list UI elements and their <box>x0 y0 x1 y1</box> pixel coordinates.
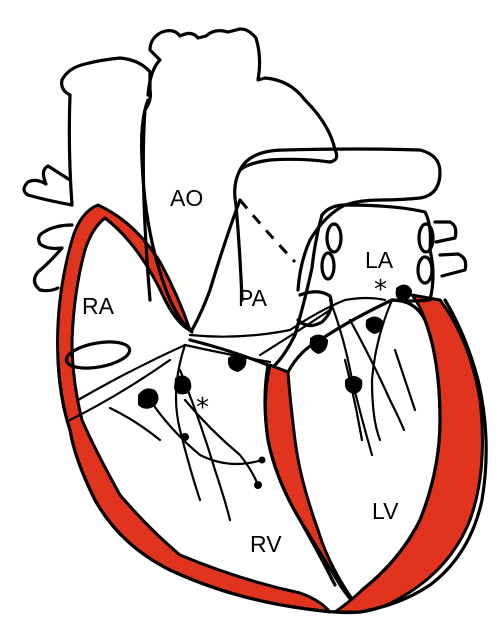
nerve-line-13 <box>345 360 362 440</box>
nerve-line-14 <box>395 350 415 410</box>
label-la: LA <box>365 247 394 273</box>
ganglion <box>228 354 246 372</box>
pa-left-edge <box>192 200 240 330</box>
star-la: * <box>374 275 387 305</box>
pulmonary-vein-stub-2 <box>440 254 466 276</box>
pulmonary-vein-ostium-1 <box>327 224 341 252</box>
svc-left-edge <box>69 95 72 205</box>
ganglion <box>310 334 328 354</box>
pulmonary-artery <box>240 149 440 290</box>
label-ra: RA <box>82 293 115 319</box>
ganglion <box>138 388 159 408</box>
ganglion <box>181 433 189 441</box>
left-ventricle-wall <box>335 295 482 612</box>
label-ao: AO <box>170 185 203 211</box>
ganglion <box>345 376 362 394</box>
label-lv: LV <box>372 498 399 524</box>
nerve-line-7 <box>110 408 160 440</box>
pulmonary-vein-ostium-2 <box>322 253 334 279</box>
heart-outline <box>24 29 486 613</box>
tricuspid-valve <box>64 338 131 373</box>
ganglion <box>259 457 266 464</box>
ganglion <box>174 375 191 394</box>
septum-wall <box>265 365 360 610</box>
pulmonary-vein-ostium-4 <box>418 257 432 283</box>
right-atrial-appendage <box>24 166 72 205</box>
dashed-line <box>240 200 295 262</box>
ganglion <box>254 481 262 489</box>
star-rv: * <box>196 393 209 423</box>
pulmonary-vein-stub-1 <box>435 222 456 242</box>
label-rv: RV <box>250 531 282 557</box>
conduction-network <box>70 298 415 520</box>
label-pa: PA <box>238 285 268 311</box>
nerve-line-1 <box>78 345 270 400</box>
